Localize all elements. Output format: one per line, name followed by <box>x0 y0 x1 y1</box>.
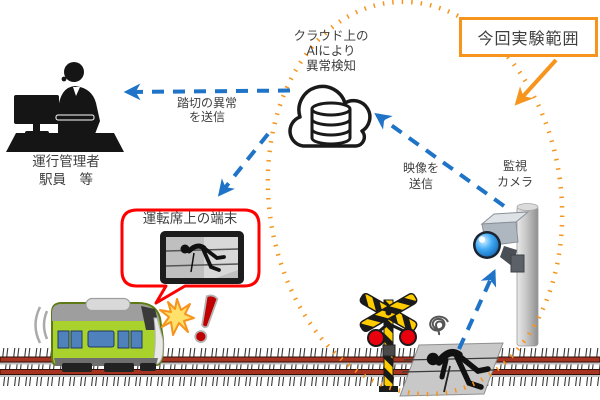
driver-terminal-bubble <box>120 208 261 305</box>
driver-terminal-screen-icon <box>160 231 244 284</box>
experiment-scope-box: 今回実験範囲 <box>459 17 598 57</box>
cctv-camera-icon <box>473 203 539 347</box>
experiment-scope-label: 今回実験範囲 <box>477 31 580 48</box>
arrow-camera-to-cloud <box>374 113 506 208</box>
cloud-database-icon <box>288 84 372 148</box>
flow-arrows <box>123 83 506 350</box>
terminal-label: 運転席上の端末 <box>142 211 238 226</box>
experiment-scope-dotted-ellipse <box>265 0 565 397</box>
camera-label: 監視 カメラ <box>496 159 533 189</box>
railroad-crossing-signal-icon <box>359 292 418 392</box>
operator-label: 運行管理者 駅員 等 <box>32 154 100 187</box>
arrow-cloud-to-operator <box>123 83 291 101</box>
arrow-cloud-to-terminal <box>217 132 270 197</box>
train-icon <box>34 297 165 372</box>
starburst-icon <box>159 298 195 336</box>
cloud-ai-label: クラウド上の AIにより 異常検知 <box>293 29 369 73</box>
video-send-label: 映像を 送信 <box>402 161 439 191</box>
person-at-desk-icon <box>6 62 124 152</box>
railway-track <box>0 348 600 386</box>
exclamation-mark-icon <box>194 294 219 343</box>
scope-pointer-arrow <box>514 58 558 106</box>
crossing-alert-label: 踏切の異常 を送信 <box>176 96 237 125</box>
spiral-squiggle-icon <box>429 315 449 336</box>
fallen-person-icon <box>426 348 491 393</box>
arrow-crossing-to-camera <box>457 268 497 350</box>
